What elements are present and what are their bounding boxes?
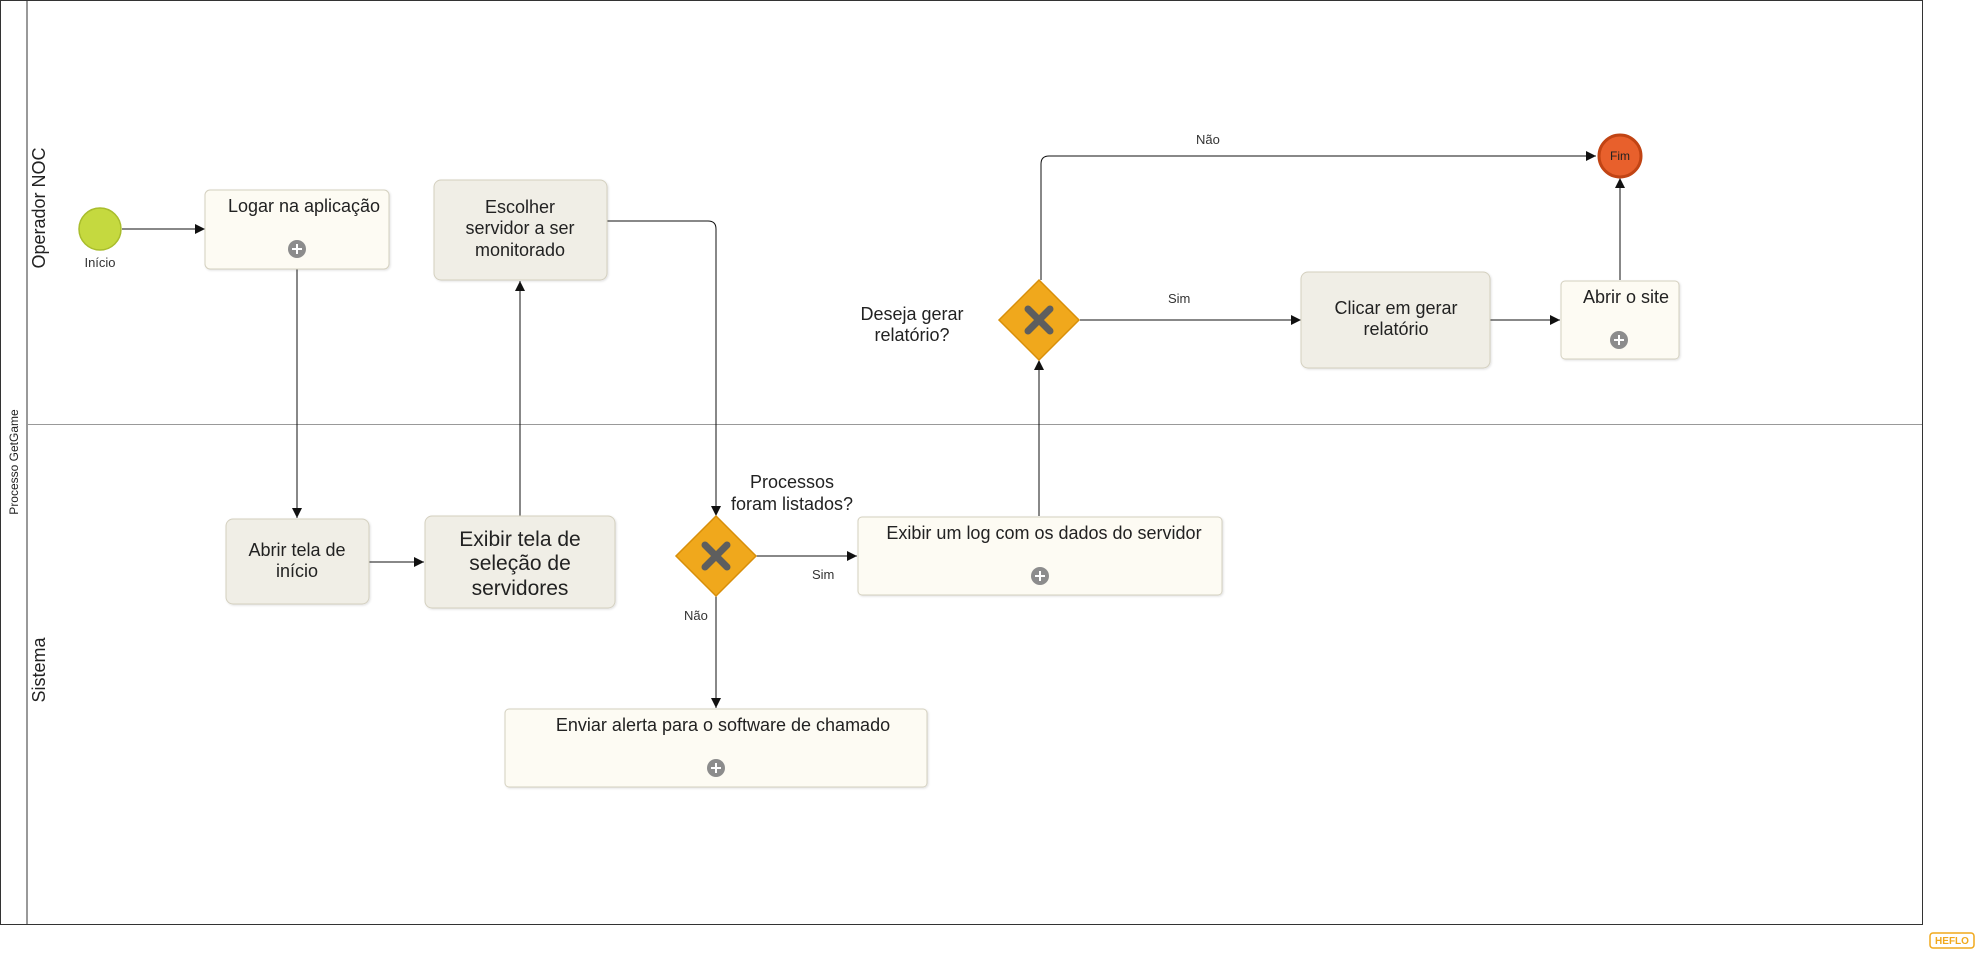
task-escolher-line1: Escolher [485,197,555,217]
task-escolher-servidor[interactable] [433,179,608,281]
task-abrir-o-site[interactable] [1560,280,1680,360]
gateway-processos-line1: Processos [750,472,834,492]
task-exibir-tela-selecao[interactable] [424,515,616,609]
end-event-circle[interactable] [1597,133,1643,179]
task-logar-na-aplicacao[interactable] [204,189,390,270]
lane-label-operador-noc: Operador NOC [29,147,49,268]
gateway-relatorio-line1: Deseja gerar [860,304,963,324]
task-exibir-tela-line1: Exibir tela de [459,528,580,551]
gateway-deseja-gerar-relatorio[interactable] [997,278,1081,362]
task-escolher-line3: monitorado [475,240,565,260]
heflo-logo-text: HEFLO [1935,936,1969,947]
flow-escolher-to-gateway-processos[interactable] [607,220,721,516]
task-escolher-line2: servidor a ser [465,218,574,238]
flow-label-nao-alerta: Não [684,608,708,623]
flow-label-nao-fim: Não [1196,132,1220,147]
exclusive-x-icon [701,541,731,571]
task-logar-label: Logar na aplicação [228,196,380,216]
task-clicar-line2: relatório [1363,319,1428,339]
task-exibir-tela-line3: servidores [472,577,569,600]
task-exibir-log-label: Exibir um log com os dados do servidor [886,523,1201,543]
subprocess-plus-icon[interactable] [288,240,306,258]
task-exibir-log[interactable] [857,516,1223,596]
end-event-label: Fim [1610,149,1630,163]
task-clicar-gerar-relatorio[interactable] [1300,271,1491,369]
subprocess-plus-icon[interactable] [707,759,725,777]
task-abrir-site-label: Abrir o site [1583,287,1669,307]
task-clicar-line1: Clicar em gerar [1334,298,1457,318]
task-exibir-tela-line2: seleção de [469,552,571,575]
task-abrir-tela-inicio[interactable] [225,518,370,605]
lane-label-sistema: Sistema [29,637,49,703]
pool-title: Processo GetGame [7,409,21,515]
exclusive-x-icon [1024,305,1054,335]
task-abrir-tela-line1: Abrir tela de [248,540,345,560]
start-event-circle[interactable] [78,207,122,251]
flow-label-sim-log: Sim [812,567,834,582]
start-event[interactable]: Início [78,207,122,270]
gateway-processos-line2: foram listados? [731,494,853,514]
heflo-logo: HEFLO [1929,932,1975,949]
task-enviar-alerta[interactable] [504,708,928,788]
subprocess-plus-icon[interactable] [1031,567,1049,585]
start-event-label: Início [84,255,115,270]
end-event[interactable]: Fim [1597,133,1643,179]
task-abrir-tela-line2: início [276,561,318,581]
gateway-processos-listados[interactable] [674,514,758,598]
subprocess-plus-icon[interactable] [1610,331,1628,349]
flow-gateway-relatorio-to-fim[interactable] [1040,151,1596,280]
flow-label-sim-clicar: Sim [1168,291,1190,306]
gateway-relatorio-line2: relatório? [874,325,949,345]
task-enviar-alerta-label: Enviar alerta para o software de chamado [556,715,890,735]
sequence-flows [122,151,1625,708]
